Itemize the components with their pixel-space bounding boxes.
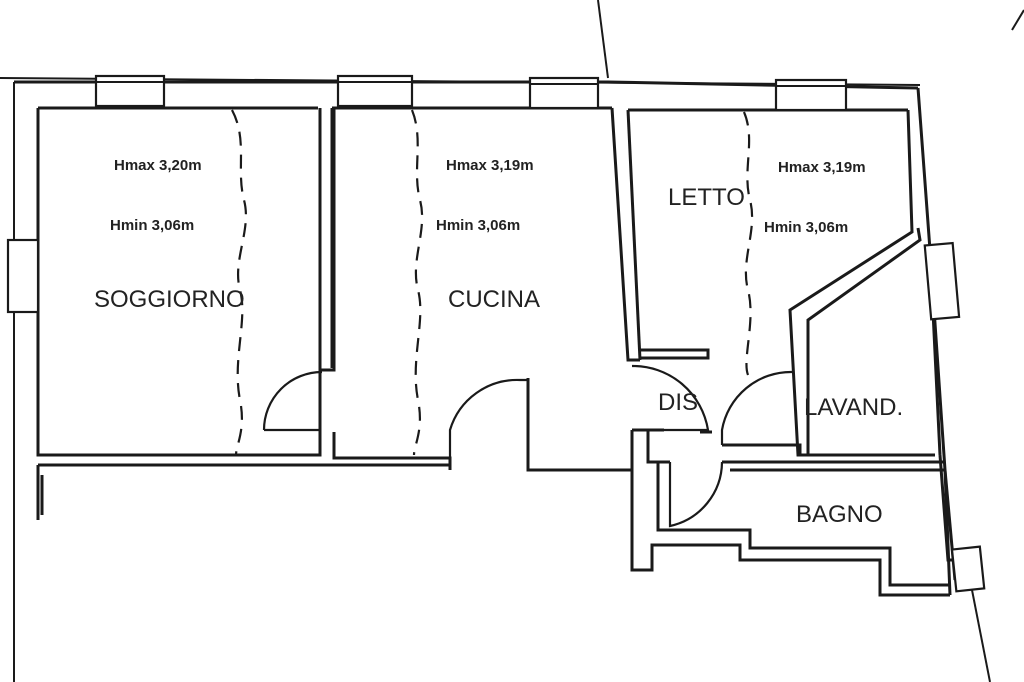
room-label-letto: LETTO xyxy=(668,184,745,211)
ceiling-lines xyxy=(231,109,754,456)
windows xyxy=(6,74,986,593)
letto-hmin: Hmin 3,06m xyxy=(764,219,848,236)
doors xyxy=(262,364,793,528)
window-bagno-right xyxy=(950,545,986,593)
cucina-hmax: Hmax 3,19m xyxy=(446,157,534,174)
cucina-hmin: Hmin 3,06m xyxy=(436,217,520,234)
door-soggiorno xyxy=(262,370,323,432)
room-label-lavanderia: LAVAND. xyxy=(804,394,903,421)
window-soggiorno-top xyxy=(94,74,166,108)
door-lavanderia xyxy=(720,370,793,447)
window-letto-top xyxy=(774,78,848,112)
soggiorno-hmax: Hmax 3,20m xyxy=(114,157,202,174)
room-label-dis: DIS xyxy=(658,389,698,416)
window-cucina-top-left xyxy=(336,74,414,108)
room-label-cucina: CUCINA xyxy=(448,286,540,313)
letto-hmax: Hmax 3,19m xyxy=(778,159,866,176)
walls xyxy=(14,80,958,597)
soggiorno-hmin: Hmin 3,06m xyxy=(110,217,194,234)
room-label-soggiorno: SOGGIORNO xyxy=(94,286,245,313)
window-lavanderia-right xyxy=(923,241,961,321)
window-cucina-top-right xyxy=(528,76,600,110)
door-letto xyxy=(631,364,710,432)
room-label-bagno: BAGNO xyxy=(796,501,883,528)
door-bagno xyxy=(668,461,724,528)
door-cucina xyxy=(448,378,528,458)
window-soggiorno-left xyxy=(6,238,40,314)
